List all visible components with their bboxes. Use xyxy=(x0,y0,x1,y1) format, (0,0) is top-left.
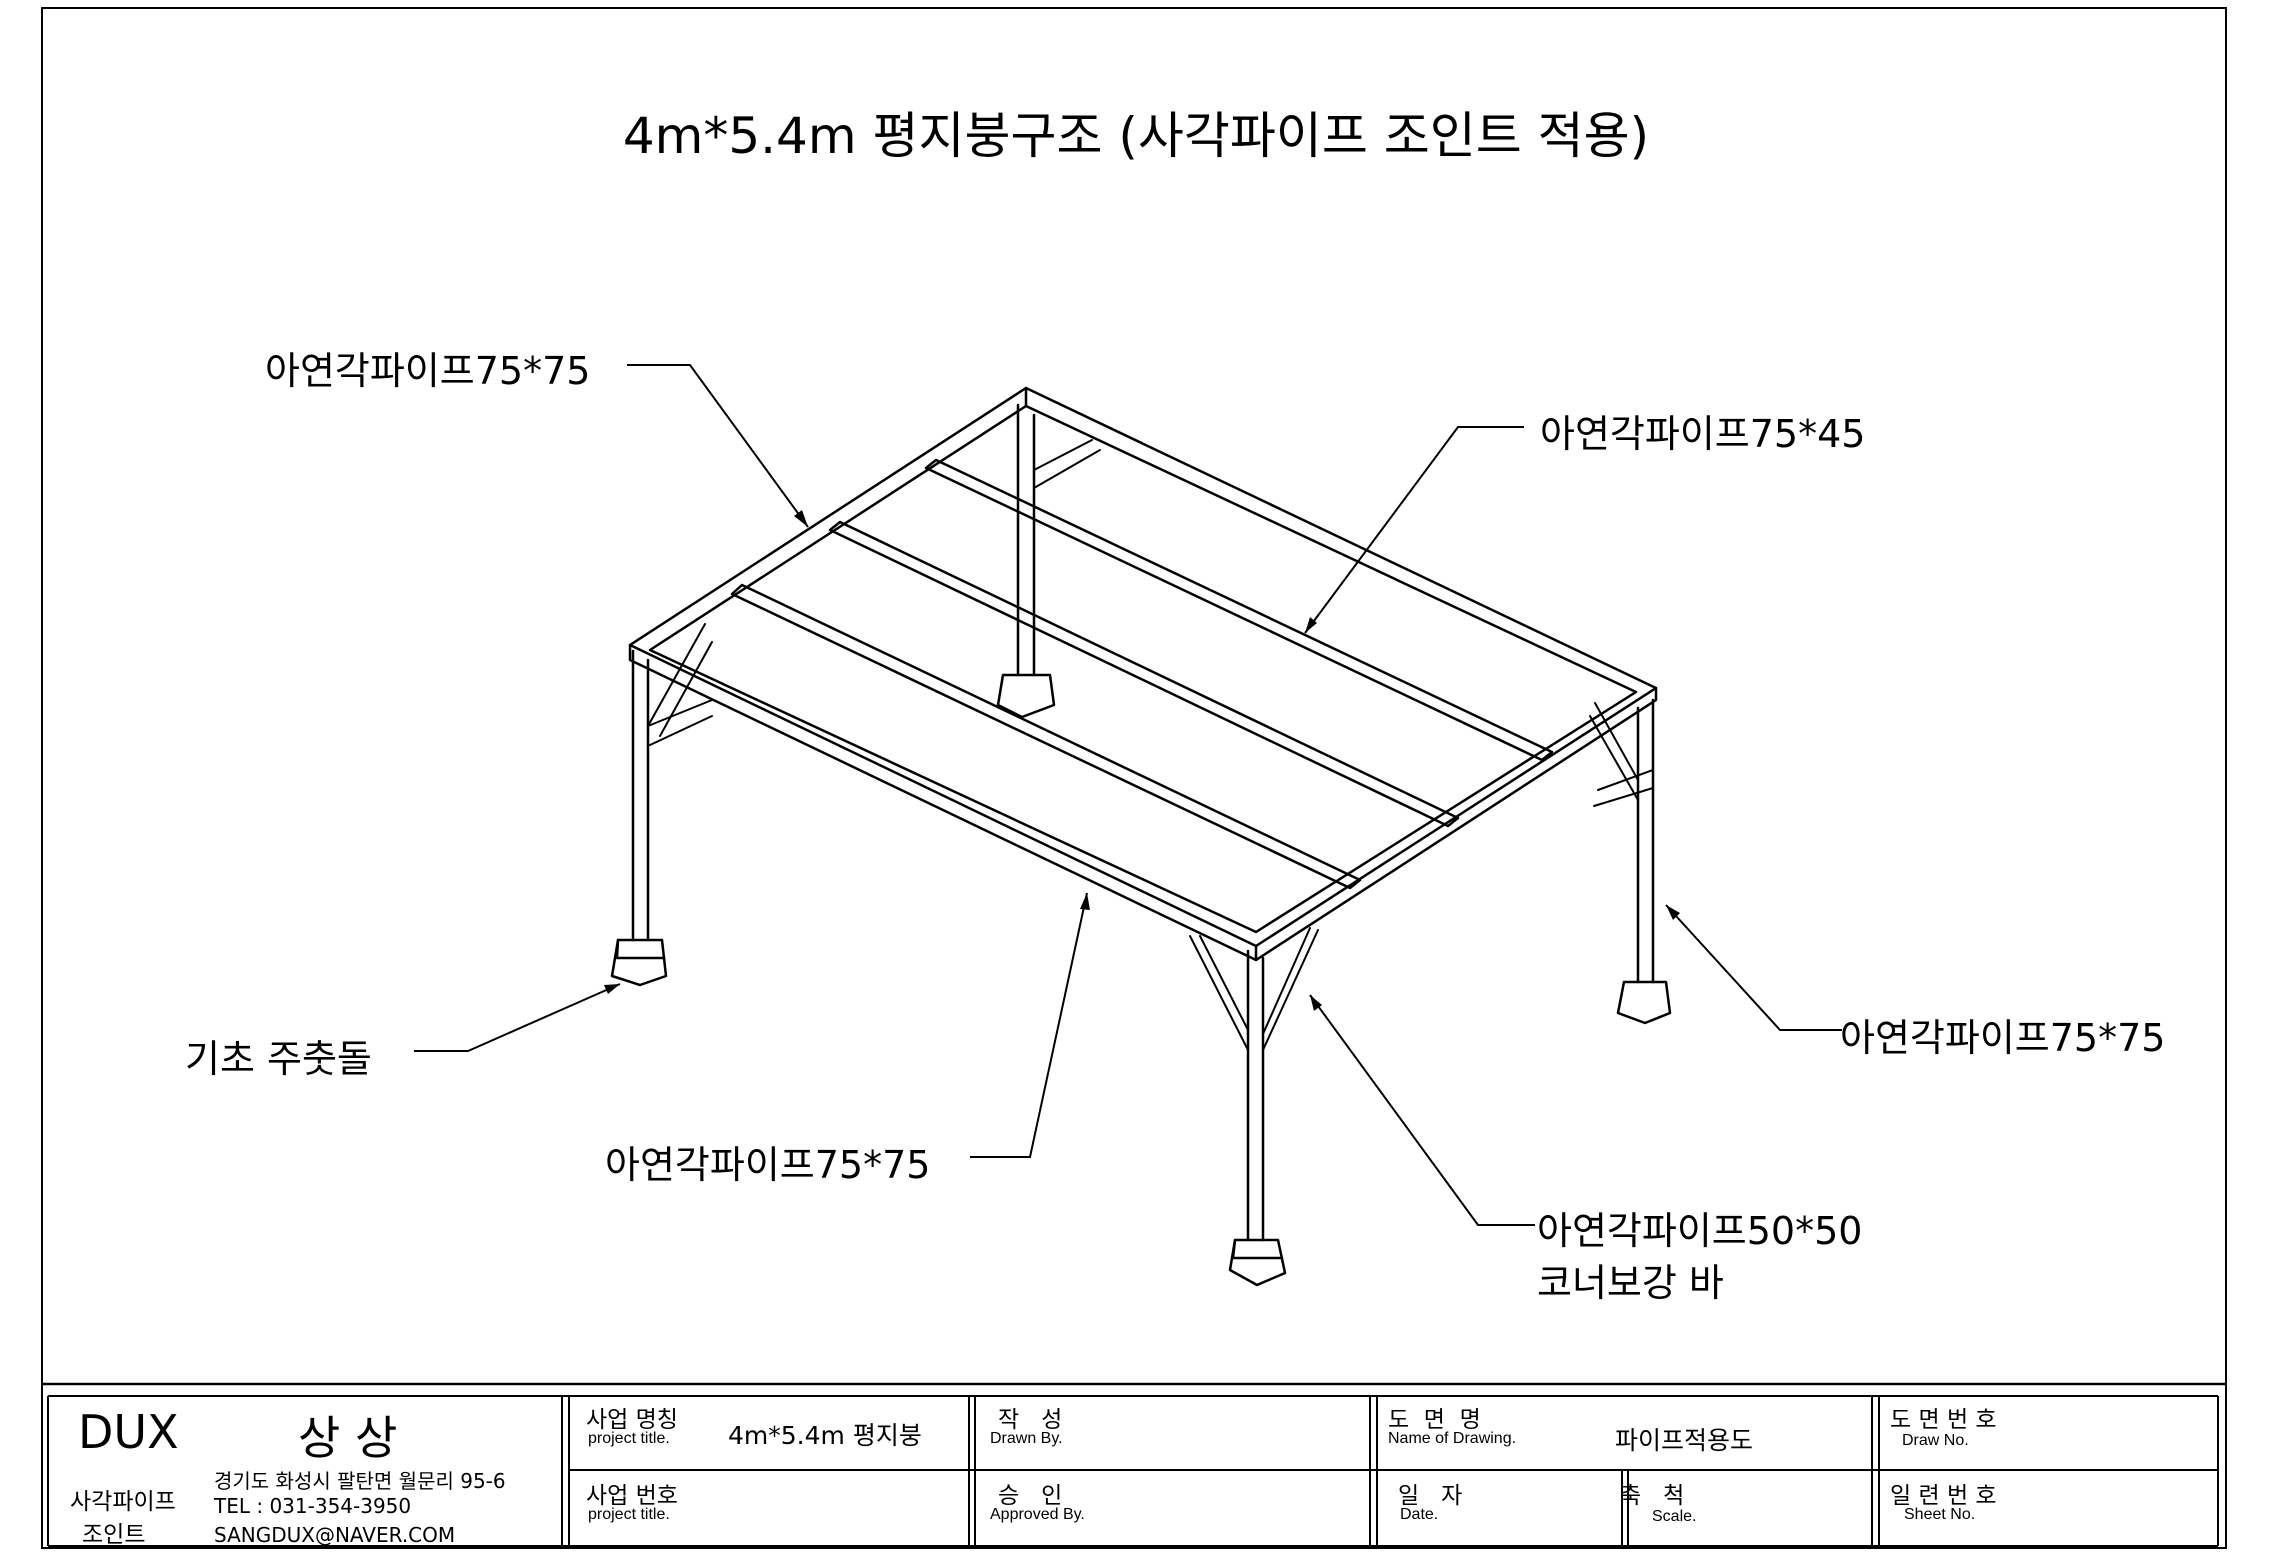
product-line-1: 사각파이프 xyxy=(70,1489,176,1515)
arrowhead xyxy=(1310,995,1322,1011)
company-address: 경기도 화성시 팔탄면 월문리 95-6 xyxy=(214,1469,506,1493)
sheet-border xyxy=(41,7,2227,1549)
project-number-label-en: project title. xyxy=(588,1506,670,1523)
sheet-number-label: 일 련 번 호 xyxy=(1890,1483,1997,1509)
left-post xyxy=(610,649,668,987)
draw-number-label-en: Draw No. xyxy=(1902,1432,1969,1449)
arrowhead xyxy=(1305,617,1317,633)
drawing-name-value: 파이프적용도 xyxy=(1615,1426,1754,1455)
approved-by-label: 승 인 xyxy=(998,1483,1063,1509)
drawing-name-label: 도 면 명 xyxy=(1388,1407,1481,1433)
arrowhead xyxy=(1080,893,1090,910)
front-post xyxy=(1228,949,1287,1287)
back-post xyxy=(996,403,1056,719)
project-name-label-en: project title. xyxy=(588,1430,670,1447)
corner-braces xyxy=(647,439,1654,1051)
drawing-name-label-en: Name of Drawing. xyxy=(1388,1430,1517,1447)
scale-label-en: Scale. xyxy=(1652,1508,1697,1525)
project-name-label: 사업 명칭 xyxy=(586,1407,678,1433)
leaders xyxy=(414,364,1842,1226)
date-label-en: Date. xyxy=(1400,1506,1439,1523)
drawing-title: 4m*5.4m 평지붕구조 (사각파이프 조인트 적용) xyxy=(622,107,1650,165)
title-block xyxy=(42,1382,2226,1547)
drawn-by-label-en: Drawn By. xyxy=(990,1430,1063,1447)
brand-logo-text: DUX xyxy=(78,1405,179,1459)
callout-top-right-purlin: 아연각파이프75*45 xyxy=(1540,412,1866,456)
leader-arrowheads xyxy=(604,510,1680,1011)
approved-by-label-en: Approved By. xyxy=(990,1506,1085,1523)
arrowhead xyxy=(1666,905,1680,920)
right-post xyxy=(1616,698,1672,1025)
callout-right-post: 아연각파이프75*75 xyxy=(1840,1016,2166,1060)
date-label: 일 자 xyxy=(1398,1483,1463,1509)
scale-label: 축 척 xyxy=(1620,1483,1685,1509)
callout-corner-brace-name: 코너보강 바 xyxy=(1537,1261,1724,1305)
roof-frame xyxy=(610,386,1672,1287)
callout-corner-brace-size: 아연각파이프50*50 xyxy=(1537,1209,1863,1253)
project-number-label: 사업 번호 xyxy=(586,1483,678,1509)
product-line-2: 조인트 xyxy=(82,1522,146,1548)
drawn-by-label: 작 성 xyxy=(998,1407,1063,1433)
project-name-value: 4m*5.4m 평지붕 xyxy=(728,1421,922,1450)
callout-top-left-pipe: 아연각파이프75*75 xyxy=(265,349,591,393)
company-tel: TEL : 031-354-3950 xyxy=(214,1494,412,1518)
arrowhead xyxy=(604,984,620,994)
perimeter-beams xyxy=(628,386,1658,962)
company-name: 상 상 xyxy=(298,1411,398,1465)
arrowhead xyxy=(794,510,808,527)
sheet-number-label-en: Sheet No. xyxy=(1904,1506,1976,1523)
company-email: SANGDUX@NAVER.COM xyxy=(214,1523,456,1547)
callout-foundation: 기초 주춧돌 xyxy=(185,1037,372,1081)
callout-front-beam: 아연각파이프75*75 xyxy=(605,1143,931,1187)
draw-number-label: 도 면 번 호 xyxy=(1890,1407,1997,1433)
intermediate-rafters xyxy=(730,458,1554,890)
